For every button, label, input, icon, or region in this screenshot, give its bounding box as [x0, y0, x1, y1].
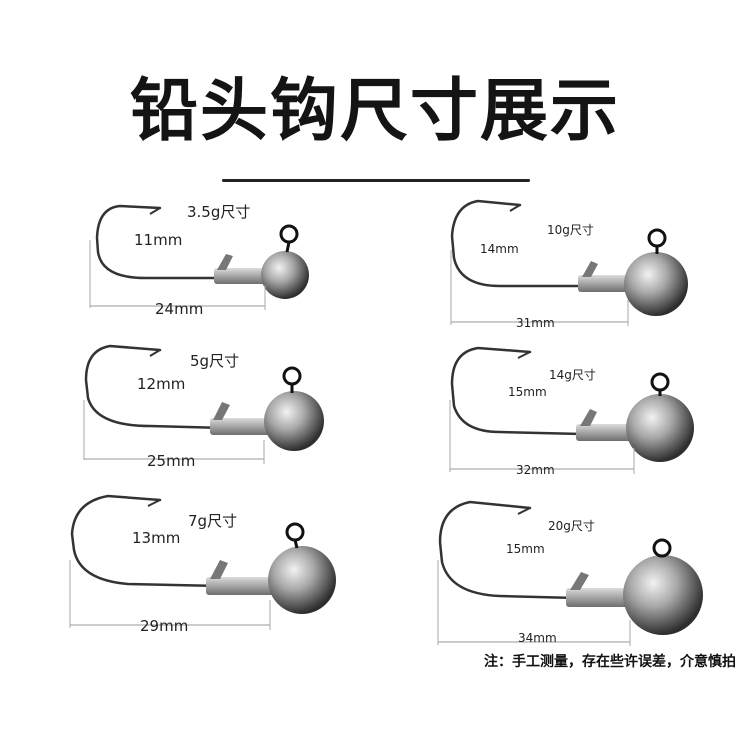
hook-length-label: 29mm	[140, 617, 189, 635]
hook-height-label: 11mm	[134, 231, 183, 249]
hook-height-label: 13mm	[132, 529, 181, 547]
hook-length-label: 24mm	[155, 300, 204, 318]
hook-length-label: 32mm	[516, 463, 555, 477]
page-title: 铅头钩尺寸展示	[129, 72, 620, 151]
hook-height-label: 12mm	[137, 375, 186, 393]
hook-length-label: 31mm	[516, 316, 555, 330]
hook-weight-label: 10g尺寸	[547, 223, 594, 237]
jig-hook-14g	[449, 346, 694, 474]
hook-weight-label: 20g尺寸	[548, 519, 595, 533]
hook-weight-label: 7g尺寸	[188, 512, 238, 530]
disclaimer-note: 注：手工测量，存在些许误差，介意慎拍	[484, 654, 736, 670]
jig-hook-10g	[450, 199, 688, 326]
hook-height-label: 14mm	[480, 242, 519, 256]
jig-hook-20g	[437, 500, 703, 646]
jig-hook-7g	[69, 494, 336, 630]
hook-height-label: 15mm	[506, 542, 545, 556]
hook-height-label: 15mm	[508, 385, 547, 399]
jig-hook-5g	[83, 344, 324, 464]
jig-hook-3.5g	[89, 204, 309, 310]
hook-weight-label: 14g尺寸	[549, 368, 596, 382]
hook-length-label: 25mm	[147, 452, 196, 470]
title-underline	[222, 179, 530, 182]
hook-weight-label: 5g尺寸	[190, 352, 240, 370]
hook-weight-label: 3.5g尺寸	[187, 203, 251, 221]
hook-length-label: 34mm	[518, 631, 557, 645]
